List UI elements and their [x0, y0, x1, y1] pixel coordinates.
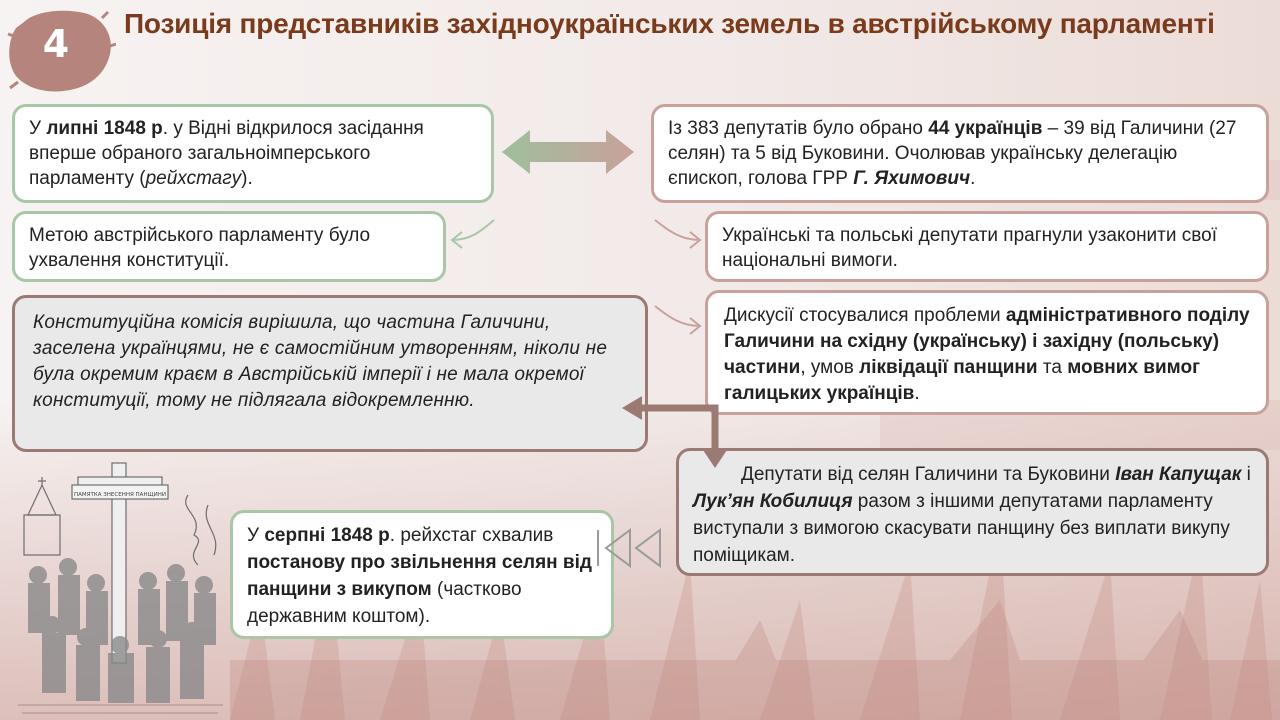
cross-sign-text: ПАМЯТКА ЗНЕСЕННЯ ПАНЩИНИ — [74, 492, 166, 498]
count-ukrainians: 44 українців — [928, 118, 1043, 139]
name-yakhymovych: Г. Яхимович — [853, 168, 971, 189]
box-deputies-count: Із 383 депутатів було обрано 44 українці… — [651, 104, 1269, 203]
box-discussions: Дискусії стосувалися проблеми адміністра… — [705, 290, 1269, 415]
peasants-cross-engraving: ПАМЯТКА ЗНЕСЕННЯ ПАНЩИНИ — [18, 462, 223, 714]
box-parliament-goal: Метою австрійського парламенту було ухва… — [12, 211, 446, 282]
term-reichstag: рейхстагу — [145, 168, 242, 189]
page-title: Позиція представників західноукраїнських… — [124, 8, 1215, 39]
box-national-demands: Українські та польські депутати прагнули… — [705, 211, 1269, 282]
date-august-1848: серпні 1848 р — [264, 525, 390, 546]
box-reichstag-opening: У липні 1848 р. у Відні відкрилося засід… — [12, 104, 494, 203]
box-peasant-deputies: Депутати від селян Галичини та Буковини … — [676, 448, 1269, 576]
name-kapushchak: Іван Капущак — [1115, 464, 1242, 485]
box-constitutional-commission: Конституційна комісія вирішила, що части… — [12, 295, 648, 452]
section-badge — [7, 10, 116, 92]
date-july-1848: липні 1848 р — [46, 118, 163, 139]
box-august-decree: У серпні 1848 р. рейхстаг схвалив постан… — [230, 510, 614, 639]
name-kobylytsia: Лук’ян Кобилиця — [693, 491, 853, 512]
section-number: 4 — [42, 22, 70, 66]
